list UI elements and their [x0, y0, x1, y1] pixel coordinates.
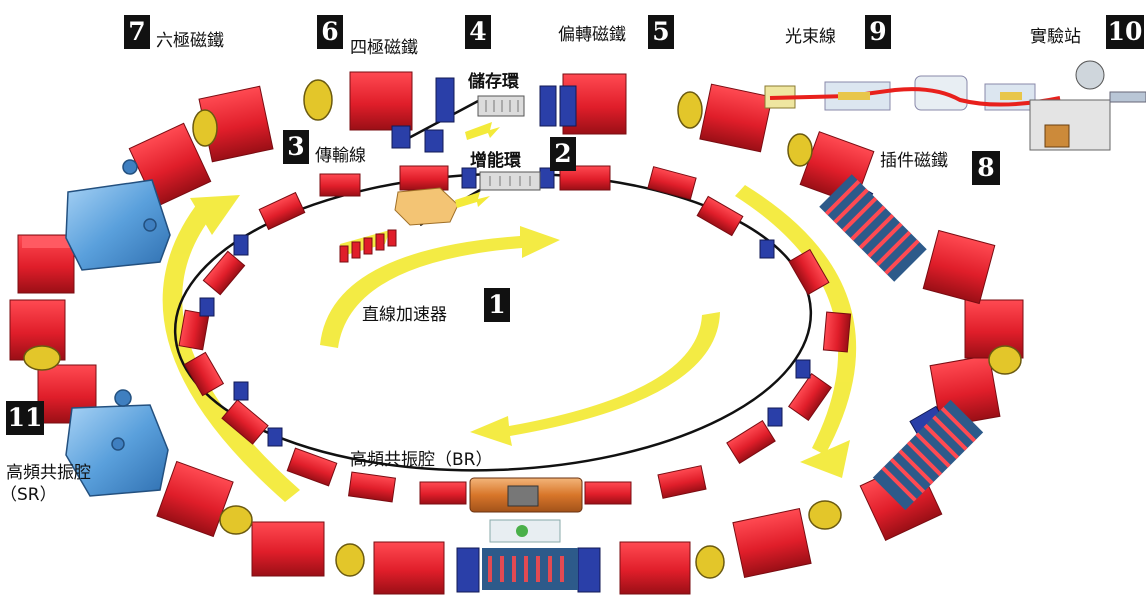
label-storage-ring: 儲存環 [468, 67, 519, 92]
rf-cavity-sr-shapes [66, 160, 170, 496]
badge-10: 10 [1106, 15, 1144, 49]
badge-9: 9 [865, 15, 891, 49]
label-quadrupole: 四極磁鐵 [350, 33, 418, 58]
label-booster: 增能環 [470, 146, 521, 171]
label-rf-sr-line2: （SR） [0, 480, 57, 505]
label-sextupole: 六極磁鐵 [156, 26, 224, 51]
badge-7: 7 [124, 15, 150, 49]
label-insertion: 插件磁鐵 [880, 146, 948, 171]
badge-8: 8 [972, 151, 1000, 185]
badge-4: 4 [465, 15, 491, 49]
rf-cavity-br-shape [470, 478, 582, 542]
label-transfer: 傳輸線 [315, 141, 366, 166]
label-rf-br: 高頻共振腔（BR） [350, 445, 492, 470]
badge-3: 3 [283, 130, 309, 164]
badge-11: 11 [6, 401, 44, 435]
booster-ring-magnets [179, 166, 851, 504]
experimental-station-shapes [1030, 61, 1146, 150]
badge-2: 2 [550, 137, 576, 171]
diagnostic-chambers [478, 96, 540, 190]
beamline-shapes [765, 76, 1060, 110]
label-bending: 偏轉磁鐵 [558, 20, 626, 45]
label-beamline: 光束線 [785, 22, 836, 47]
label-linac: 直線加速器 [362, 300, 447, 325]
badge-5: 5 [648, 15, 674, 49]
label-station: 實驗站 [1030, 22, 1081, 47]
badge-6: 6 [317, 15, 343, 49]
badge-1: 1 [484, 288, 510, 322]
